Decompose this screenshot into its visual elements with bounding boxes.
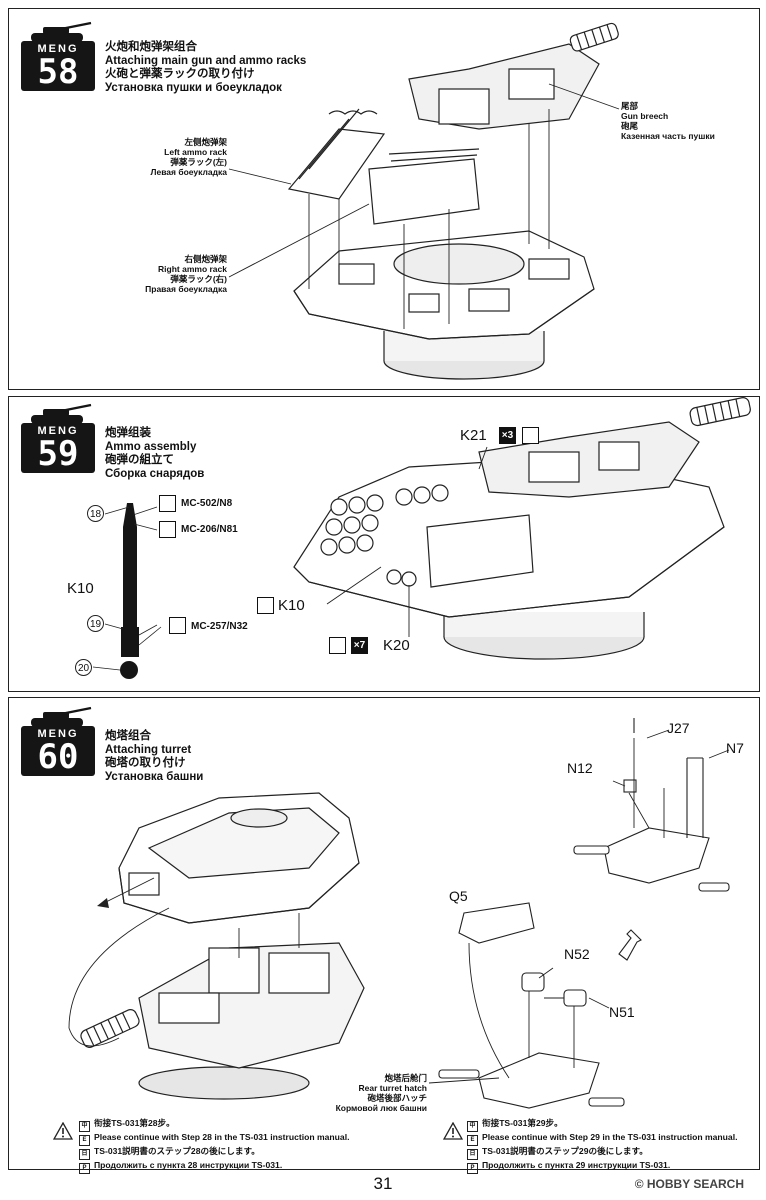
flag-jp-icon: 日 — [79, 1149, 90, 1160]
rear-turret-hatch-label: 炮塔后舱门 Rear turret hatch 砲塔後部ハッチ Кормовой… — [335, 1073, 427, 1113]
flag-cn-icon: 中 — [467, 1121, 478, 1132]
step-59-panel: MENG 59 炮弹组装 Ammo assembly 砲弾の組立て Сборка… — [8, 396, 760, 692]
title-zh: 炮塔组合 — [105, 730, 151, 742]
part-n52: N52 — [564, 946, 590, 962]
step-59-illustration — [293, 397, 751, 660]
part-k10: K10 — [278, 597, 305, 614]
flag-ru-icon: P — [467, 1163, 478, 1174]
brand-label: MENG — [37, 43, 79, 55]
step-badge: MENG 60 — [21, 726, 95, 776]
step-badge: MENG 59 — [21, 423, 95, 473]
step-60-logo: MENG 60 — [21, 706, 95, 780]
flag-ru-icon: P — [79, 1163, 90, 1174]
step-number: 60 — [37, 737, 79, 777]
callout-18: 18 — [87, 505, 104, 522]
brush-icon: ✎ — [169, 617, 186, 634]
step-number: 59 — [37, 434, 79, 474]
part-k21: K21 — [460, 427, 487, 444]
sprue-cut-icon: ⧗ — [522, 427, 539, 444]
flag-en-icon: E — [467, 1135, 478, 1146]
watermark: © HOBBY SEARCH — [634, 1177, 744, 1191]
right-ammo-rack-label: 右侧炮弹架 Right ammo rack 弾薬ラック(右) Правая бо… — [145, 254, 227, 294]
step-59-logo: MENG 59 — [21, 403, 95, 477]
gun-breech-label: 尾部 Gun breech 砲尾 Казенная часть пушки — [621, 101, 715, 141]
qty-badge-k20: ×7 — [351, 637, 368, 654]
sprue-cut-icon: ⧗ — [257, 597, 274, 614]
part-n51: N51 — [609, 1004, 635, 1020]
step-number: 58 — [37, 52, 79, 92]
title-zh: 火炮和炮弹架组合 — [105, 41, 197, 53]
callout-19: 19 — [87, 615, 104, 632]
part-j27: J27 — [667, 720, 690, 736]
step-60-panel: MENG 60 炮塔组合 Attaching turret 砲塔の取り付け Ус… — [8, 697, 760, 1174]
step-60-illustration — [68, 718, 730, 1109]
brush-icon: ✎ — [159, 521, 176, 538]
part-n7: N7 — [726, 740, 744, 756]
step-58-title: 火炮和炮弹架组合 Attaching main gun and ammo rac… — [105, 41, 306, 95]
tank-silhouette-icon — [31, 403, 92, 424]
step-badge: MENG 58 — [21, 41, 95, 91]
warning-icon — [443, 1122, 463, 1140]
paint-code-mc206: MC-206/N81 — [181, 524, 238, 535]
step-58-panel: MENG 58 火炮和炮弹架组合 Attaching main gun and … — [8, 8, 760, 390]
tank-silhouette-icon — [31, 21, 92, 42]
qty-badge-k21: ×3 — [499, 427, 516, 444]
title-jp: 火砲と弾薬ラックの取り付け — [105, 68, 255, 80]
brand-label: MENG — [37, 728, 79, 740]
callout-20: 20 — [75, 659, 92, 676]
title-en: Ammo assembly — [105, 440, 197, 453]
title-ru: Установка башни — [105, 770, 204, 783]
sprue-cut-icon: ⧗ — [329, 637, 346, 654]
title-en: Attaching turret — [105, 743, 192, 756]
title-jp: 砲塔の取り付け — [105, 757, 186, 769]
shell-illustration — [92, 503, 162, 679]
left-ammo-rack-label: 左侧炮弹架 Left ammo rack 弾薬ラック(左) Левая боеу… — [150, 137, 228, 177]
flag-en-icon: E — [79, 1135, 90, 1146]
title-zh: 炮弹组装 — [105, 427, 151, 439]
step-59-title: 炮弹组装 Ammo assembly 砲弾の組立て Сборка снарядо… — [105, 427, 204, 481]
shell-part-k10: K10 — [67, 580, 94, 597]
step-58-logo: MENG 58 — [21, 21, 95, 95]
paint-code-mc257: MC-257/N32 — [191, 621, 248, 632]
brand-label: MENG — [37, 425, 79, 437]
title-en: Attaching main gun and ammo racks — [105, 54, 307, 67]
title-jp: 砲弾の組立て — [105, 454, 174, 466]
step-60-title: 炮塔组合 Attaching turret 砲塔の取り付け Установка … — [105, 730, 203, 784]
part-n12: N12 — [567, 760, 593, 776]
page-number: 31 — [373, 1174, 393, 1193]
paint-code-mc502: MC-502/N8 — [181, 498, 233, 509]
flag-cn-icon: 中 — [79, 1121, 90, 1132]
brush-icon: ✎ — [159, 495, 176, 512]
warning-icon — [53, 1122, 73, 1140]
part-q5: Q5 — [449, 888, 468, 904]
title-ru: Установка пушки и боеукладок — [105, 81, 282, 94]
part-k20: K20 — [383, 637, 410, 654]
flag-jp-icon: 日 — [467, 1149, 478, 1160]
tank-silhouette-icon — [31, 706, 92, 727]
title-ru: Сборка снарядов — [105, 467, 205, 480]
step-58-illustration — [228, 22, 620, 380]
